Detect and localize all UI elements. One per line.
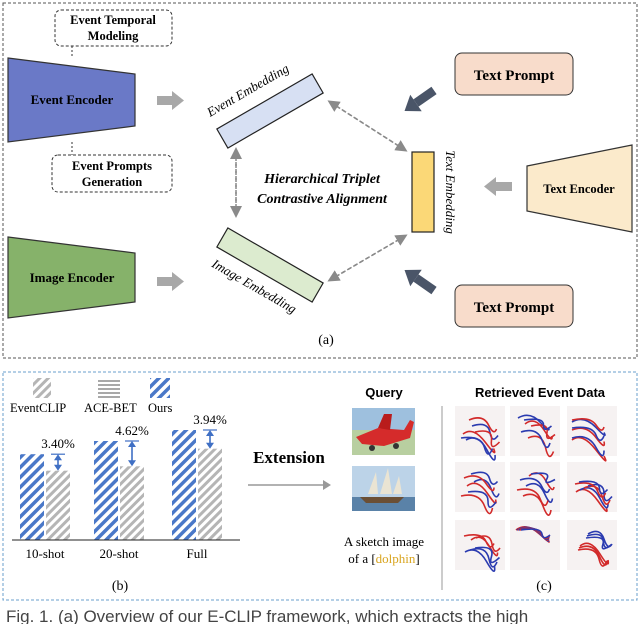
arrow-text-encoder xyxy=(484,177,512,196)
align-arrow-text-to-image xyxy=(327,235,406,282)
gain-label-2: 3.94% xyxy=(193,412,227,427)
sketch-query-word: dolphin xyxy=(376,551,416,566)
retrieved-thumbnail xyxy=(455,462,505,515)
image-embedding-bar xyxy=(216,227,324,303)
bar-ours-1 xyxy=(94,441,118,540)
sketch-query-line1: A sketch image xyxy=(344,534,424,549)
category-label-2: Full xyxy=(187,546,208,561)
legend-eventclip: EventCLIP xyxy=(10,401,66,415)
legend-acebet: ACE-BET xyxy=(84,401,137,415)
text-embedding-label: Text Embedding xyxy=(443,150,458,234)
image-encoder-label: Image Encoder xyxy=(30,270,115,285)
category-label-0: 10-shot xyxy=(26,546,65,561)
sketch-query-line2-pre: of a [ xyxy=(348,551,375,566)
retrieved-thumbnail xyxy=(567,462,617,513)
arrow-image-to-embedding xyxy=(157,272,184,291)
retrieved-thumbnail xyxy=(567,406,617,462)
retrieved-thumbnail xyxy=(510,462,560,516)
text-embedding-bar xyxy=(411,151,435,233)
gain-arrowhead-down-1 xyxy=(128,460,136,467)
retrieved-thumbnail xyxy=(510,520,560,570)
text-prompt-top: Text Prompt xyxy=(454,52,574,96)
temporal-modeling-line1: Event Temporal xyxy=(70,13,156,27)
category-label-1: 20-shot xyxy=(100,546,139,561)
panel-b-caption: (b) xyxy=(112,579,129,594)
retrieved-thumbnail xyxy=(510,406,560,458)
text-encoder-label: Text Encoder xyxy=(543,182,615,196)
extension-label: Extension xyxy=(253,448,325,467)
gain-label-0: 3.40% xyxy=(41,436,75,451)
text-prompt-bottom: Text Prompt xyxy=(454,284,574,328)
bar-chart: 3.40% 10-shot 4.62% 20-shot 3.94% Full xyxy=(20,412,227,561)
bar-eventclip-2 xyxy=(198,448,222,540)
bar-eventclip-1 xyxy=(120,466,144,540)
alignment-line1: Hierarchical Triplet xyxy=(263,172,381,187)
panel-c-caption: (c) xyxy=(536,579,552,594)
prompts-generation-line2: Generation xyxy=(82,175,142,189)
prompt-arrow-top xyxy=(404,86,437,112)
retrieved-title: Retrieved Event Data xyxy=(475,385,606,400)
panel-bc-frame xyxy=(2,371,638,601)
prompt-arrow-bottom xyxy=(404,269,437,295)
alignment-arrows xyxy=(230,100,408,282)
legend-swatch-eventclip xyxy=(33,378,51,398)
event-encoder-label: Event Encoder xyxy=(31,92,114,107)
query-ship-image xyxy=(352,466,415,511)
query-airplane-image xyxy=(352,408,415,455)
arrow-event-to-embedding xyxy=(157,91,184,110)
retrieved-grid xyxy=(455,406,617,572)
bar-ours-2 xyxy=(172,430,196,540)
gain-arrowhead-down-2 xyxy=(206,442,214,449)
extension-arrow xyxy=(248,480,331,490)
legend-swatch-ours xyxy=(150,378,170,398)
prompt-arrows xyxy=(404,86,437,295)
temporal-modeling-line2: Modeling xyxy=(88,29,139,43)
gain-arrowhead-up-1 xyxy=(128,441,136,447)
text-prompt-top-label: Text Prompt xyxy=(474,68,554,84)
chart-legend: EventCLIP ACE-BET Ours xyxy=(10,378,172,415)
legend-ours: Ours xyxy=(148,401,172,415)
sketch-query-line2-post: ] xyxy=(415,551,419,566)
text-encoder: Text Encoder xyxy=(526,144,633,233)
retrieved-thumbnail xyxy=(455,406,505,461)
retrieved-thumbnail xyxy=(455,520,505,572)
bar-ours-0 xyxy=(20,454,44,540)
bar-eventclip-0 xyxy=(46,470,70,540)
event-embedding-bar xyxy=(216,73,324,149)
retrieved-thumbnail xyxy=(567,520,617,570)
temporal-modeling-box: Event Temporal Modeling xyxy=(54,9,173,47)
alignment-line2: Contrastive Alignment xyxy=(257,192,388,207)
gain-label-1: 4.62% xyxy=(115,423,149,438)
event-encoder: Event Encoder xyxy=(7,57,136,143)
text-prompt-bottom-label: Text Prompt xyxy=(474,300,554,316)
align-arrow-text-to-event xyxy=(327,100,406,151)
panel-a-frame xyxy=(2,2,638,359)
prompts-generation-box: Event Prompts Generation xyxy=(51,154,173,193)
gain-arrowhead-up-2 xyxy=(206,430,214,436)
prompts-generation-line1: Event Prompts xyxy=(72,159,152,173)
sketch-query-line2: of a [dolphin] xyxy=(348,551,420,566)
figure-caption: Fig. 1. (a) Overview of our E-CLIP frame… xyxy=(6,607,528,624)
image-encoder: Image Encoder xyxy=(7,236,136,319)
gain-arrowhead-up-0 xyxy=(54,454,62,461)
query-title: Query xyxy=(365,385,403,400)
gain-arrowhead-down-0 xyxy=(54,464,62,471)
legend-swatch-acebet xyxy=(98,378,120,398)
panel-a-caption: (a) xyxy=(318,333,334,348)
